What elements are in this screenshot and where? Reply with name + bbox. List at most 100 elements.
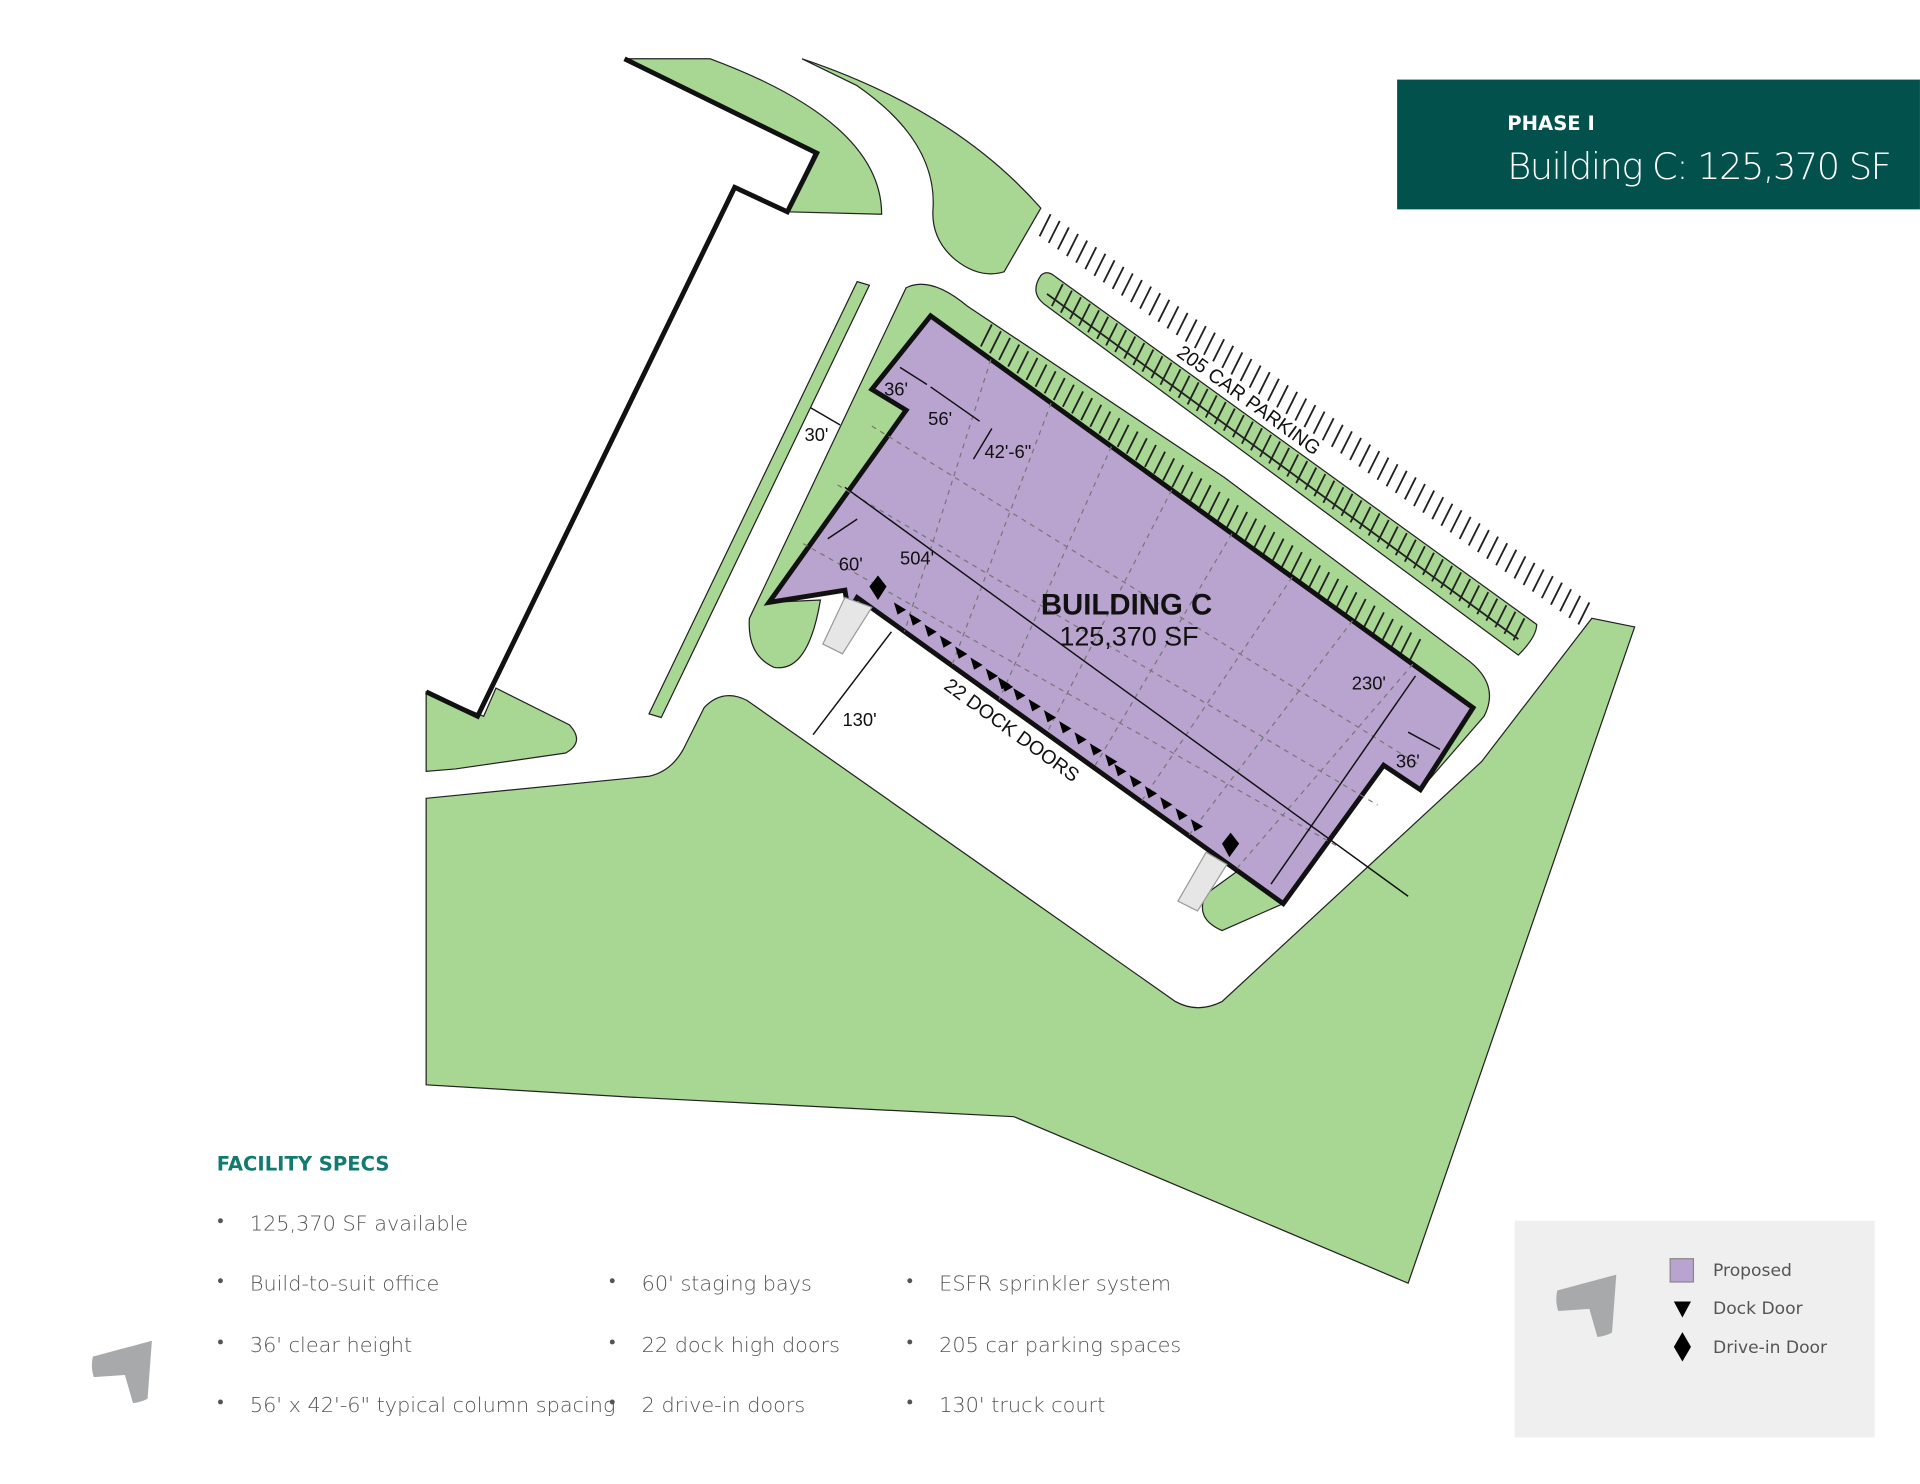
- parking-stall: [1150, 355, 1164, 379]
- parking-stall: [1047, 220, 1061, 244]
- parking-stall: [1353, 598, 1367, 622]
- header-banner: PHASE I Building C: 125,370 SF: [1397, 79, 1920, 210]
- parking-stall: [1250, 427, 1263, 451]
- parking-stall: [1107, 417, 1121, 441]
- parking-stall: [1458, 516, 1472, 540]
- parking-stall: [1171, 464, 1185, 488]
- proposed-swatch-icon: [1669, 1258, 1695, 1283]
- spec-item: 130' truck court: [939, 1393, 1105, 1417]
- drive-in-door-icon: [1222, 832, 1240, 858]
- parking-stall: [1007, 344, 1021, 368]
- adjacent-building-outline: [425, 56, 821, 720]
- spec-item: Build-to-suit office: [250, 1272, 439, 1296]
- parking-stall: [1212, 338, 1225, 362]
- parking-stall: [1513, 555, 1527, 579]
- parking-stall: [1078, 303, 1091, 327]
- parking-stall: [1381, 618, 1394, 642]
- dock-door-icon: [1105, 754, 1118, 767]
- building-area: 125,370 SF: [1059, 621, 1198, 651]
- parking-stall: [1376, 457, 1390, 481]
- dim-building-depth: 230': [1352, 672, 1386, 693]
- parking-stall: [1217, 498, 1230, 521]
- parking-stall: [1331, 486, 1345, 510]
- dock-door-icon: [1160, 797, 1173, 810]
- bullet-icon: [907, 1278, 913, 1284]
- dock-door-icon: [1028, 699, 1041, 712]
- spec-item: 56' x 42'-6" typical column spacing: [250, 1393, 616, 1417]
- legend-label: Dock Door: [1713, 1299, 1804, 1319]
- parking-stall: [1114, 329, 1128, 353]
- parking-stall: [1299, 558, 1312, 582]
- parking-stall: [1198, 484, 1212, 508]
- company-logo-icon: [80, 1316, 179, 1415]
- parking-stall: [1367, 450, 1381, 474]
- parking-stall: [1043, 370, 1057, 394]
- grid-line: [1235, 663, 1414, 871]
- parking-stall: [1159, 362, 1173, 386]
- parking-stall: [998, 337, 1011, 361]
- parking-stall: [1394, 470, 1408, 494]
- parking-stall: [1308, 565, 1321, 588]
- parking-stall: [1066, 233, 1079, 257]
- dock-door-icon: [1013, 688, 1026, 701]
- parking-stall: [1262, 531, 1276, 555]
- spec-item: 205 car parking spaces: [939, 1333, 1181, 1357]
- parking-stall: [1051, 283, 1064, 307]
- parking-stall: [1060, 290, 1073, 314]
- dock-door-icon: [1190, 819, 1204, 832]
- parking-stall: [1203, 332, 1216, 356]
- parking-stall: [1075, 240, 1088, 264]
- dim-setback: 30': [804, 424, 828, 445]
- parking-stall: [1162, 457, 1176, 481]
- parking-stall: [1166, 305, 1180, 329]
- legend-logo-icon: [1545, 1250, 1644, 1349]
- drive-in-ramp-west: [822, 596, 873, 655]
- parking-stall: [1340, 430, 1353, 454]
- parking-stall: [1232, 414, 1245, 438]
- parking-stall: [1141, 349, 1155, 373]
- parking-stall: [1052, 377, 1066, 401]
- parking-stall: [1340, 493, 1354, 517]
- building-name: BUILDING C: [1041, 589, 1212, 622]
- parking-stall: [1422, 490, 1435, 514]
- legend: Proposed Dock Door Drive-in Door: [1514, 1220, 1875, 1438]
- dock-door-icon: [985, 668, 998, 681]
- parking-stall: [1568, 595, 1582, 619]
- parking-stall: [1495, 542, 1508, 566]
- parking-stall: [1349, 499, 1363, 523]
- spec-item: 2 drive-in doors: [642, 1393, 806, 1417]
- parking-stall: [1123, 336, 1137, 359]
- parking-stall: [1135, 437, 1148, 461]
- parking-stall: [979, 324, 993, 347]
- parking-stall: [1404, 477, 1417, 500]
- parking-stall: [1322, 480, 1336, 504]
- parking-stall: [1093, 253, 1107, 277]
- parking-stall: [1120, 273, 1134, 296]
- parking-stall: [1390, 625, 1403, 649]
- parking-stall: [1241, 421, 1254, 445]
- parking-stall: [1222, 408, 1236, 432]
- dim-staging-bay: 60': [839, 554, 863, 575]
- drive-in-door-legend-icon: [1673, 1332, 1691, 1362]
- parking-stall: [1431, 496, 1445, 520]
- parking-stall: [1335, 585, 1349, 609]
- parking-stall: [1277, 447, 1290, 471]
- parking-stall: [1105, 322, 1118, 346]
- parking-stall: [1180, 471, 1194, 495]
- parking-stall: [1280, 545, 1294, 568]
- grid-line: [802, 543, 1339, 847]
- parking-stall: [1408, 638, 1422, 662]
- spec-item: 60' staging bays: [642, 1272, 812, 1296]
- parking-stall: [1253, 524, 1267, 548]
- parking-stall: [1195, 388, 1209, 412]
- parking-stall: [1477, 529, 1490, 553]
- drive-in-ramp-east: [1177, 851, 1228, 912]
- grid-line: [1045, 489, 1173, 734]
- green-island-building: [748, 283, 1491, 932]
- parking-stall: [1226, 504, 1239, 528]
- parking-stall: [1268, 440, 1281, 464]
- parking-stall: [1399, 632, 1413, 655]
- parking-stall: [1271, 538, 1285, 562]
- dim-end-office: 36': [1396, 751, 1420, 772]
